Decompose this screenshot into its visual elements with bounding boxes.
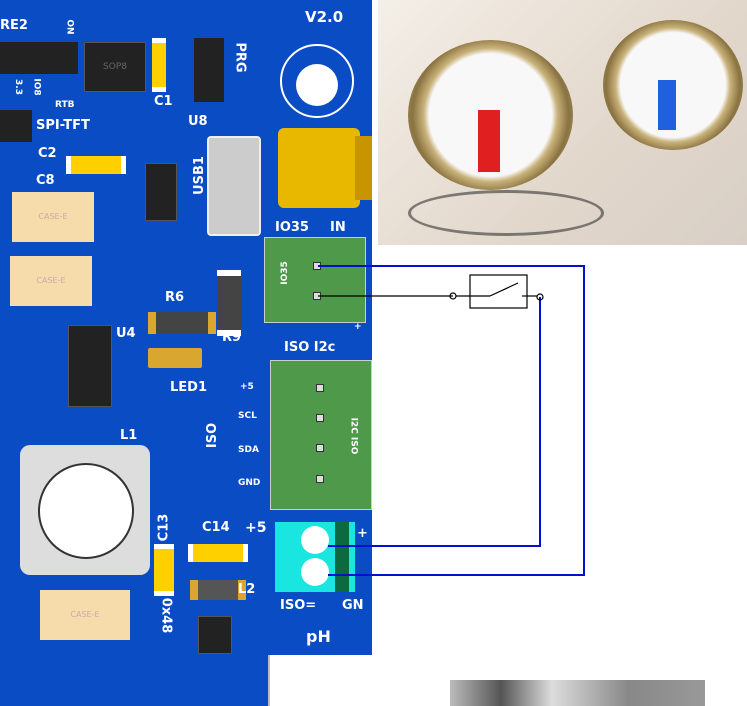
capacitor-c14 — [188, 544, 248, 562]
io35-connector: IO35 — [264, 237, 366, 323]
water-meters-photo — [378, 0, 747, 245]
pcb-render: RE2 ON 3.3 IO8 RTB SPI-TFT SOP8 C1 PRG V… — [0, 0, 372, 655]
label-l1: L1 — [120, 428, 138, 443]
pin-2 — [316, 414, 324, 422]
resistor-r6 — [148, 312, 216, 334]
iso-i2c-connector: I2C ISO — [270, 360, 372, 510]
label-iso-i2c: ISO I2c — [284, 340, 336, 355]
sma-barrel — [355, 136, 372, 200]
resistor-r9 — [217, 270, 241, 336]
water-meter-cold — [603, 20, 743, 150]
label-r9: R9 — [222, 330, 242, 345]
label-re2: RE2 — [0, 18, 28, 33]
capacitor-c2 — [66, 156, 126, 174]
pin-1 — [316, 384, 324, 392]
reed-switch — [318, 274, 544, 309]
adc-chip — [198, 616, 232, 654]
capacitor-c13 — [154, 544, 174, 596]
label-u4: U4 — [116, 326, 136, 341]
label-c1: C1 — [154, 94, 173, 109]
tantalum-cap-3: CASE-E — [40, 590, 130, 640]
sop8-chip: SOP8 — [84, 42, 146, 92]
version-label: V2.0 — [305, 8, 344, 26]
usb-port — [207, 136, 261, 236]
label-iso-eq: ISO= — [280, 598, 317, 613]
bnc-connector-body — [268, 655, 452, 706]
prg-jumper — [194, 38, 224, 102]
led1 — [148, 348, 202, 368]
label-c14: C14 — [202, 520, 230, 535]
label-ph: pH — [306, 627, 331, 646]
sma-connector — [278, 128, 360, 208]
regulator-u4 — [68, 325, 112, 407]
wire-1 — [318, 265, 585, 576]
pin-4 — [316, 475, 324, 483]
meter-cable — [408, 190, 604, 236]
label-spi-tft: SPI-TFT — [36, 118, 90, 133]
label-r6: R6 — [165, 290, 185, 305]
label-led1: LED1 — [170, 380, 208, 395]
label-rtb: RTB — [55, 100, 75, 110]
label-gn: GN — [342, 598, 364, 613]
label-u8: U8 — [188, 114, 208, 129]
spi-connector — [0, 110, 32, 142]
wire-2 — [328, 297, 541, 547]
label-l2: L2 — [238, 582, 256, 597]
mounting-hole — [280, 44, 354, 118]
label-in: IN — [330, 220, 346, 235]
label-plus5-pin: +5 — [240, 382, 254, 392]
label-scl: SCL — [238, 411, 257, 421]
label-sda: SDA — [238, 445, 259, 455]
pin-header — [0, 42, 78, 74]
tantalum-cap-1: CASE-E — [12, 192, 94, 242]
inductor-l1 — [20, 445, 150, 575]
water-meter-hot — [408, 40, 573, 190]
label-gnd: GND — [238, 478, 261, 488]
bnc-connector-thread — [450, 680, 705, 706]
label-c8: C8 — [36, 173, 55, 188]
label-plus5: +5 — [245, 520, 267, 536]
label-io35: IO35 — [275, 220, 309, 235]
capacitor-c1 — [152, 38, 166, 92]
pcb-bottom — [0, 655, 268, 706]
label-c2: C2 — [38, 146, 57, 161]
tantalum-cap-2: CASE-E — [10, 256, 92, 306]
inductor-l2 — [190, 580, 246, 600]
label-terminal-plus: + — [357, 526, 368, 541]
chip-u8 — [145, 163, 177, 221]
pin-3 — [316, 444, 324, 452]
label-plus: + — [354, 322, 362, 332]
